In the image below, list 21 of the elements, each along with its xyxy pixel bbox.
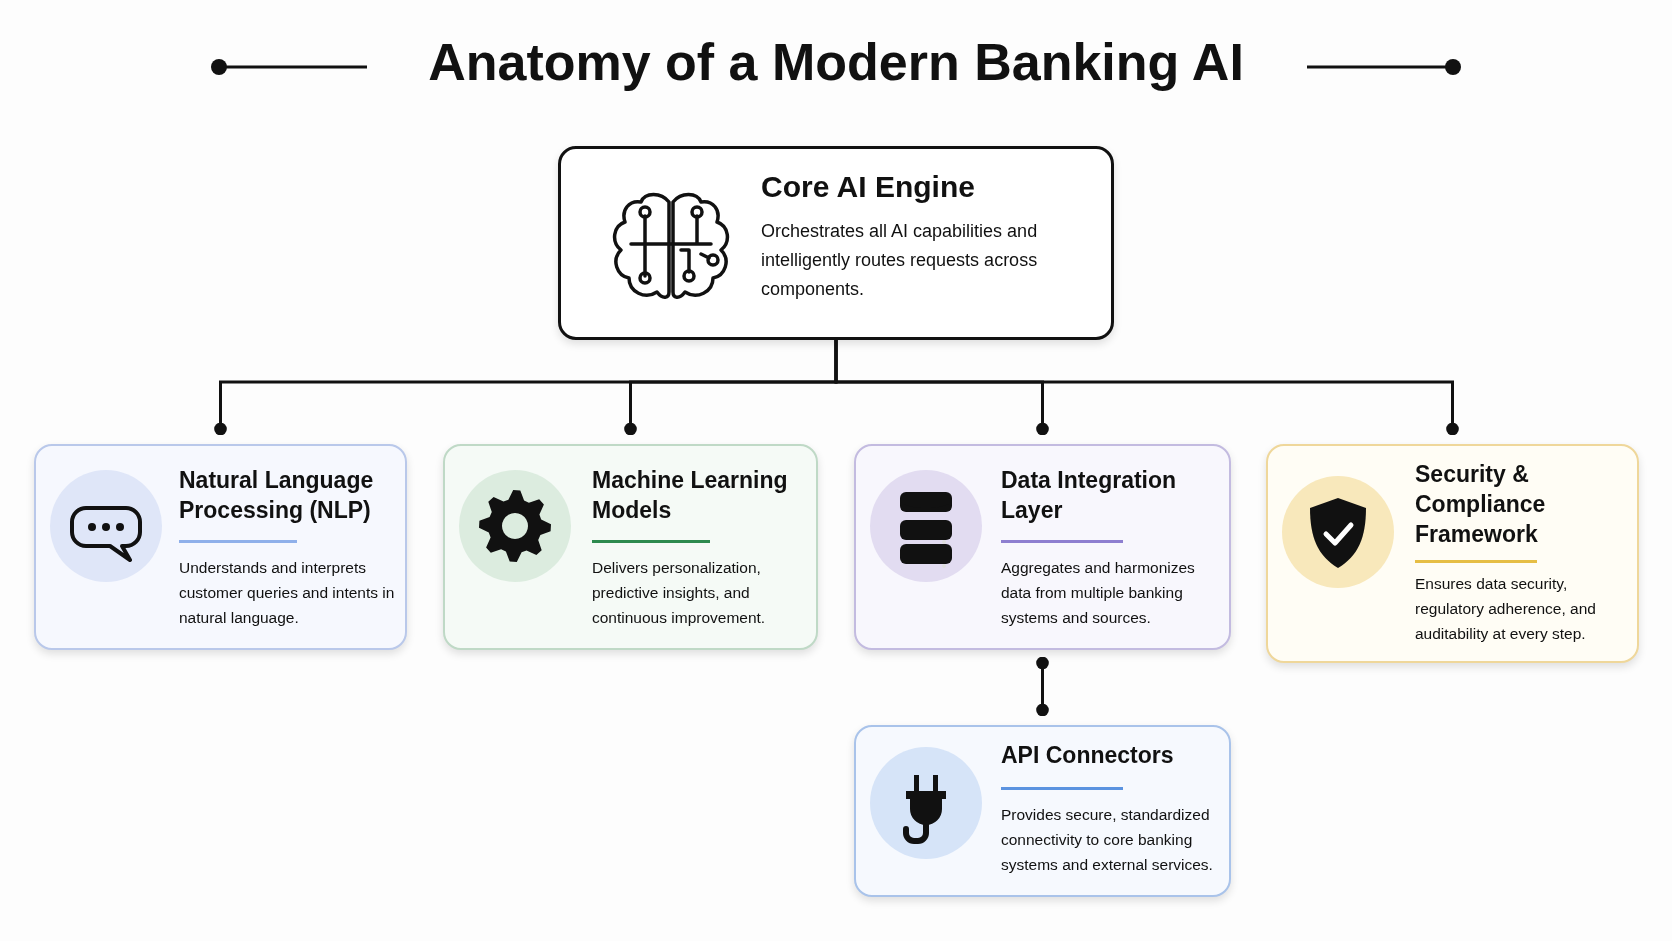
card-heading: API Connectors [1001, 741, 1175, 770]
card-description: Orchestrates all AI capabilities and intelligently routes requests across components. [761, 220, 1039, 301]
card-heading: Security & Compliance Framework [1415, 460, 1547, 549]
card-description: Understands and interprets customer queries and intents in natural language. [179, 558, 396, 628]
component-card [1266, 444, 1639, 663]
card-description: Provides secure, standardized connectivity to core banking systems and external services. [1001, 805, 1214, 875]
card-description: Delivers personalization, predictive insights, and continuous improvement. [592, 558, 767, 628]
connector-line [1036, 656, 1049, 717]
connector-line [834, 340, 1459, 436]
engine-card [558, 146, 1114, 340]
diagram-title: Anatomy of a Modern Banking AI [428, 32, 1244, 92]
component-card [854, 725, 1231, 897]
component-card [443, 444, 818, 650]
card-heading: Data Integration Layer [1001, 466, 1178, 525]
card-description: Ensures data security, regulatory adherence, and auditability at every step. [1415, 574, 1597, 644]
component-card [34, 444, 407, 650]
card-heading: Core AI Engine [761, 169, 976, 205]
card-heading: Machine Learning Models [592, 466, 789, 525]
component-card [854, 444, 1231, 650]
card-heading: Natural Language Processing (NLP) [179, 466, 375, 525]
card-description: Aggregates and harmonizes data from multiple banking systems and sources. [1001, 558, 1196, 628]
